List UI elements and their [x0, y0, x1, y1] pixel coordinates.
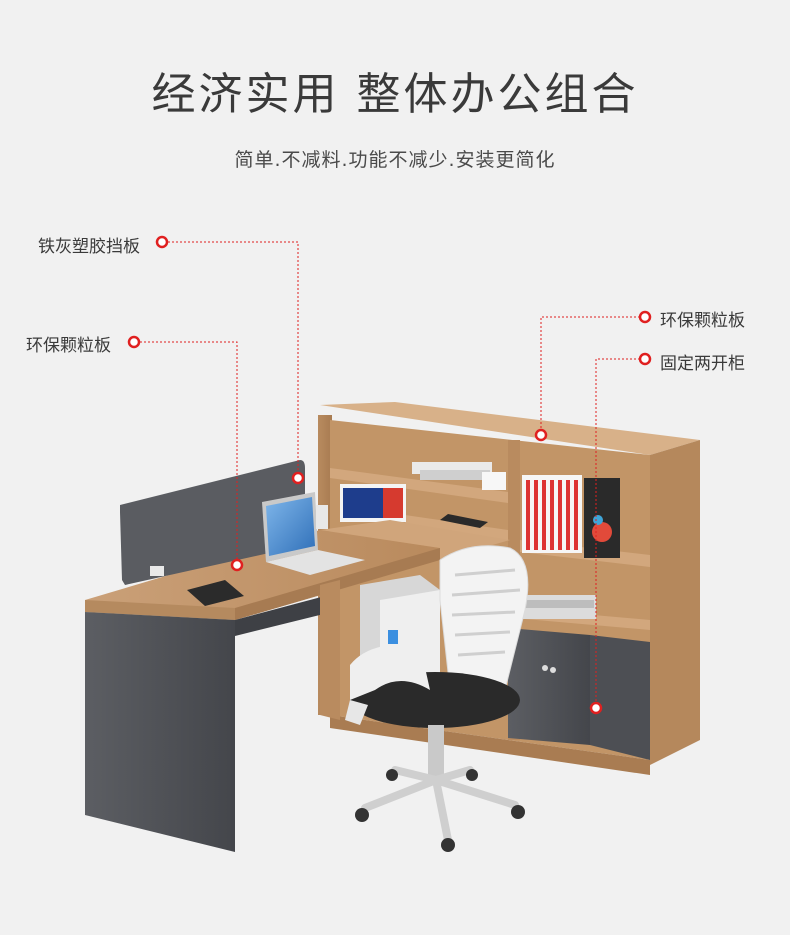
- callout-label-desk-board: 环保颗粒板: [26, 336, 111, 356]
- l-shaped-desk: [85, 520, 510, 852]
- callout-dots: [127, 235, 652, 715]
- callout-label-partition: 铁灰塑胶挡板: [38, 237, 140, 257]
- gray-partition: [120, 460, 305, 585]
- callout-label-cabinet-board: 环保颗粒板: [660, 311, 745, 331]
- book-series: [522, 475, 620, 558]
- page-subline: 简单.不减料.功能不减少.安装更简化: [234, 149, 556, 171]
- callout-lines: [140, 241, 640, 708]
- laptop: [262, 492, 365, 575]
- page-headline: 经济实用 整体办公组合: [151, 69, 639, 120]
- office-chair: [345, 545, 529, 852]
- callout-label-two-door-cabinet: 固定两开柜: [660, 354, 745, 374]
